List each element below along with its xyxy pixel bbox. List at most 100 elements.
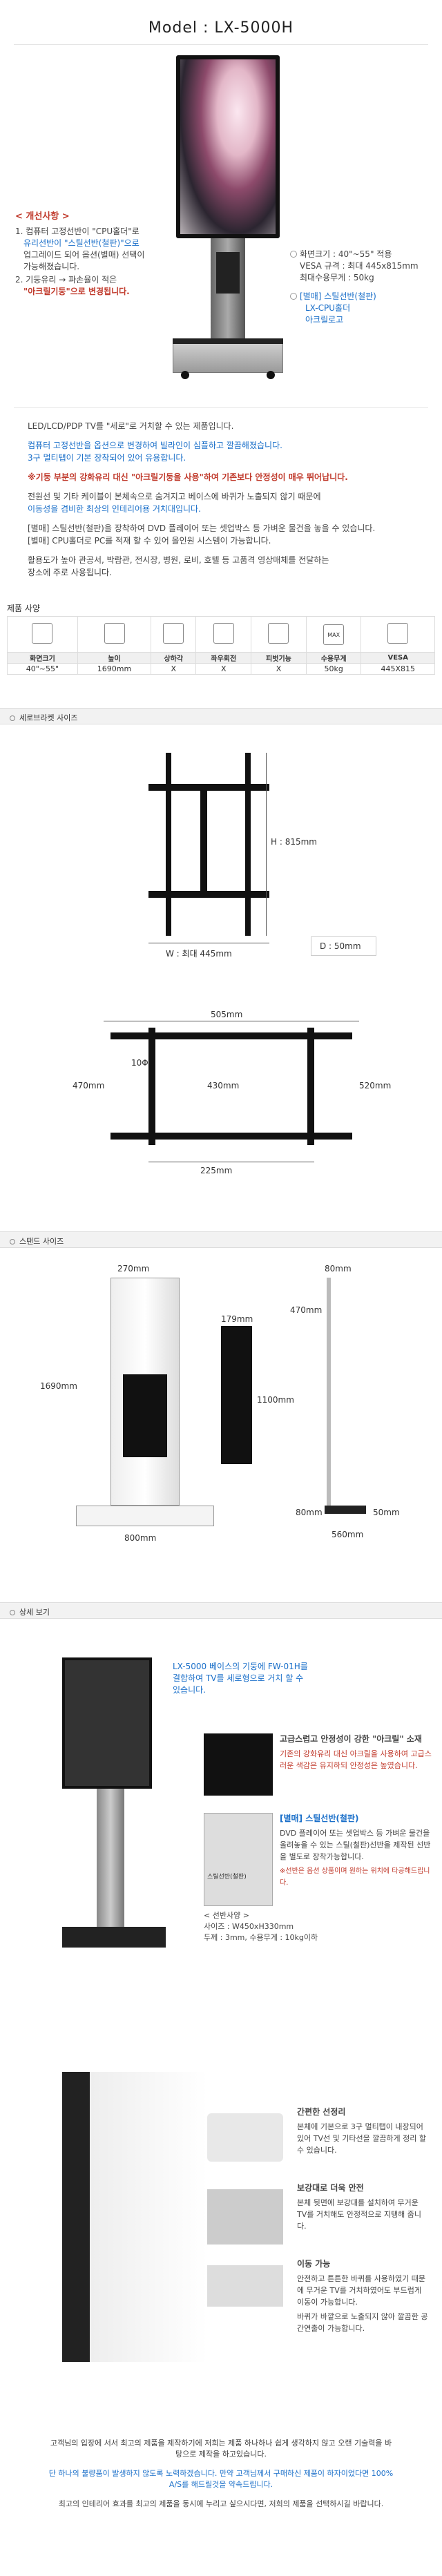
spec-header: VESA [361,652,435,664]
dim-label: 225mm [200,1166,233,1175]
stand-base [62,1927,166,1948]
acrylic-panel [221,1326,252,1464]
bracket-rail [148,1028,155,1145]
desc-line: 전원선 및 기타 케이블이 본체속으로 숨겨지고 베이스에 바퀴가 노출되지 않… [28,492,321,501]
spec-table: MAX 화면크기 높이 상하각 좌우회전 피벗기능 수용무게 VESA 40"~… [7,616,435,675]
desc-line: 장소에 주로 사용됩니다. [28,568,112,577]
spec-header: 피벗기능 [251,652,307,664]
acrylic-closeup [204,1733,273,1796]
feature-body: 본체 뒷면에 보강대를 설치하여 무거운 TV를 거치해도 안정적으로 지탱해 … [297,2198,422,2231]
dim-label: 520mm [359,1081,392,1090]
bullet-icon [10,715,15,721]
feature-body: 기존의 강화유리 대신 아크릴을 사용하여 고급스러운 색감은 유지하되 안정성… [280,1749,432,1770]
product-description: LED/LCD/PDP TV를 "세로"로 거치할 수 있는 제품입니다. 컴퓨… [28,420,414,586]
tv-side-image [62,2072,90,2362]
feature-note: ※선반은 옵션 상품이며 원하는 위치에 타공해드립니다. [280,1867,430,1887]
divider [14,407,428,408]
spec-header: 상하각 [151,652,197,664]
desc-line: [별매] 스틸선반(철판)을 장착하여 DVD 플레이어 또는 셋업박스 등 가… [28,523,376,533]
feature-title: 이동 가능 [297,2259,331,2269]
desc-line: [별매] CPU홀더로 PC를 적재 할 수 있어 올인원 시스템이 가능합니다… [28,536,271,546]
feature-body: 바퀴가 바깥으로 노출되지 않아 깔끔한 공간연출이 가능합니다. [297,2312,428,2333]
dim-label: 560mm [332,1530,364,1539]
feature-reinforce: 보강대로 더욱 안전 본체 뒷면에 보강대를 설치하여 무거운 TV를 거치해도… [297,2182,428,2232]
page-title: Model : LX-5000H [148,19,294,37]
improvement-line: 1. 컴퓨터 고정선반이 "CPU홀더"로 [15,227,140,236]
load-note: 최대수용무게 : 50kg [300,273,374,282]
section-title: 세로브라켓 사이즈 [19,713,78,722]
stand-base [173,338,283,373]
detail-callout: LX-5000 베이스의 기둥에 FW-01H를 결합하여 TV를 세로형으로 … [173,1662,308,1695]
bracket-bar [110,1133,352,1140]
shelf-spec: 두께 : 3mm, 수용무게 : 10kg이하 [204,1933,318,1942]
feature-title: 고급스럽고 안정성이 강한 "아크릴" 소재 [280,1734,422,1744]
stand-base-top [173,338,283,344]
spec-value: X [195,663,252,675]
feature-body: 본체에 기본으로 3구 멀티탭이 내장되어있어 TV선 및 기타선을 깔끔하게 … [297,2122,427,2155]
stand-pole [97,1789,124,1927]
screen-size-icon [32,623,53,644]
vesa-note: VESA 규격 : 최대 445x815mm [300,261,419,271]
spec-value: X [251,663,307,675]
divider [14,44,428,45]
dim-label: H : 815mm [271,837,317,847]
shelf-tag: 스틸선반(철판) [207,1874,247,1881]
spec-value: 40"~55" [7,663,78,675]
tv-screen-image [176,55,280,238]
section-title: 스탠드 사이즈 [19,1237,64,1246]
section-title: 상세 보기 [19,1608,50,1617]
spec-label: 제품 사양 [7,604,40,613]
shelf-closeup [204,1813,273,1906]
screen-note: 화면크기 : 40"~55" 적용 [300,249,392,259]
feature-body: DVD 플레이어 또는 셋업박스 등 가벼운 물건을 올려놓을 수 있는 스틸(… [280,1829,431,1861]
dim-label: W : 최대 445mm [166,949,232,959]
stand-base [76,1506,214,1526]
section-header-stand: 스탠드 사이즈 [0,1231,442,1248]
bullet-icon [10,1610,15,1615]
spec-header: 좌우회전 [195,652,252,664]
dim-label: 1690mm [40,1381,77,1391]
height-icon [104,623,125,644]
dim-label: 270mm [117,1264,150,1273]
closing-line: 고객님의 입장에 서서 최고의 제품을 제작하기에 저희는 제품 하나하나 쉽게… [50,2439,392,2459]
spec-header: 화면크기 [7,652,78,664]
dim-label: 80mm [325,1264,352,1273]
bullet-icon [290,293,297,300]
max-weight-icon: MAX [323,624,345,645]
dim-label: 505mm [211,1010,243,1019]
dim-label: 470mm [73,1081,105,1090]
feature-mobility: 이동 가능 안전하고 튼튼한 바퀴를 사용하였기 때문에 무거운 TV를 거치하… [297,2258,428,2334]
option-note: [별매] 스틸선반(철판) [300,291,376,301]
power-strip-image [207,2113,283,2162]
desc-line: 활용도가 높아 관공서, 박람관, 전시장, 병원, 로비, 호텔 등 고품격 … [28,555,329,565]
improvements-box: < 개선사항 > 1. 컴퓨터 고정선반이 "CPU홀더"로 유리선반이 "스틸… [15,209,174,298]
casters-image [207,2265,283,2307]
desc-line: 컴퓨터 고정선반을 옵션으로 변경하여 빌라인이 심플하고 깔끔해졌습니다. [28,441,282,450]
dim-label: 1100mm [257,1395,294,1405]
spec-header: 높이 [77,652,152,664]
tv-mount-image [62,1657,152,1789]
feature-title: [별매] 스틸선반(철판) [280,1814,359,1823]
feature-acrylic: 고급스럽고 안정성이 강한 "아크릴" 소재 기존의 강화유리 대신 아크릴을 … [280,1733,432,1771]
spec-value: 1690mm [77,663,152,675]
stand-window [123,1374,167,1457]
dim-label: 10Φ [131,1058,148,1068]
spec-value: X [151,663,197,675]
bracket-rail [245,753,251,936]
bullet-icon [10,1239,15,1244]
depth-label: D : 50mm [311,936,376,956]
bracket-rail [307,1028,314,1145]
spec-notes: 화면크기 : 40"~55" 적용 VESA 규격 : 최대 445x815mm… [290,249,435,326]
feature-cable: 간편한 선정리 본체에 기본으로 3구 멀티탭이 내장되어있어 TV선 및 기타… [297,2106,428,2156]
desc-line: ※기둥 부분의 강화유리 대신 "아크릴기둥을 사용"하여 기존보다 안정성이 … [28,472,348,482]
bracket-bar [110,1032,352,1039]
closing-line: 단 하나의 불량품이 발생하지 않도록 노력하겠습니다. 만약 고객님께서 구매… [48,2469,394,2489]
dim-label: 80mm [296,1508,323,1517]
stand-side-pole [327,1278,331,1512]
improvement-line: "아크릴기둥"으로 변경됩니다. [23,287,130,296]
desc-line: LED/LCD/PDP TV를 "세로"로 거치할 수 있는 제품입니다. [28,421,234,431]
shelf-spec: 사이즈 : W450xH330mm [204,1922,294,1931]
spec-value: 50kg [305,663,362,675]
desc-line: 3구 멀티탭이 기본 장착되어 있어 유용합니다. [28,453,186,463]
section-header-detail: 상세 보기 [0,1602,442,1619]
